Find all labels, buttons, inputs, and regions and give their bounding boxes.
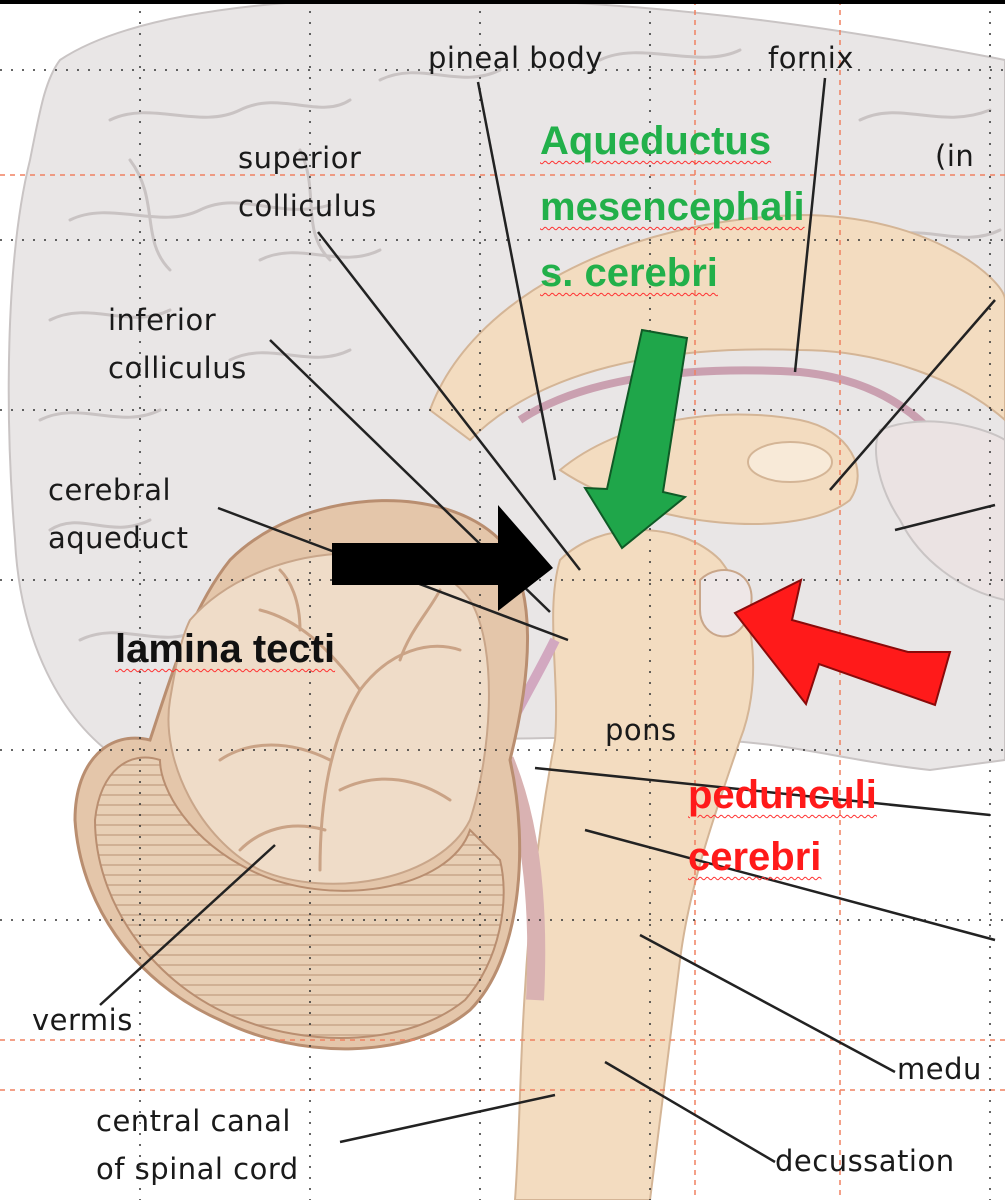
label-inferior-colliculus-line2: colliculus — [108, 351, 247, 385]
leader-pineal-body — [476, 81, 557, 481]
annotation-aqueductus-line1: Aqueductus — [540, 119, 772, 163]
green-arrow — [583, 328, 689, 550]
label-cerebral-aqueduct-line1: cerebral — [48, 473, 172, 507]
label-vermis: vermis — [32, 1003, 133, 1037]
leader-decussation — [604, 1060, 776, 1164]
label-medulla-partial: medu — [897, 1052, 982, 1086]
label-central-canal-line1: central canal — [96, 1104, 291, 1138]
leader-central-canal — [339, 1093, 556, 1144]
leader-superior-colliculus — [317, 231, 581, 571]
label-pineal-body: pineal body — [428, 41, 603, 75]
red-arrow — [733, 578, 952, 707]
leader-thalamus — [829, 299, 996, 491]
black-arrow — [332, 505, 553, 611]
leader-right-1 — [894, 503, 996, 532]
annotation-pedunculi-line2: cerebri — [688, 835, 822, 879]
label-in-partial: (in — [935, 139, 975, 173]
annotation-lamina-tecti: lamina tecti — [115, 627, 336, 671]
top-border — [0, 0, 1005, 4]
label-fornix: fornix — [768, 41, 854, 75]
annotation-aqueductus-line3: s. cerebri — [540, 251, 718, 295]
leader-medulla — [639, 933, 896, 1074]
label-decussation: decussation — [775, 1144, 955, 1178]
annotation-pedunculi-line1: pedunculi — [688, 773, 877, 817]
label-pons: pons — [605, 713, 677, 747]
label-superior-colliculus-line2: colliculus — [238, 189, 377, 223]
leader-vermis — [99, 844, 276, 1006]
leader-fornix — [793, 77, 827, 373]
label-inferior-colliculus-line1: inferior — [108, 303, 217, 337]
leader-pons-b — [584, 828, 996, 942]
leader-pons-a — [534, 766, 991, 817]
label-superior-colliculus-line1: superior — [238, 141, 362, 175]
label-central-canal-line2: of spinal cord — [96, 1152, 299, 1186]
label-cerebral-aqueduct-line2: aqueduct — [48, 521, 189, 555]
annotation-aqueductus-line2: mesencephali — [540, 185, 805, 229]
